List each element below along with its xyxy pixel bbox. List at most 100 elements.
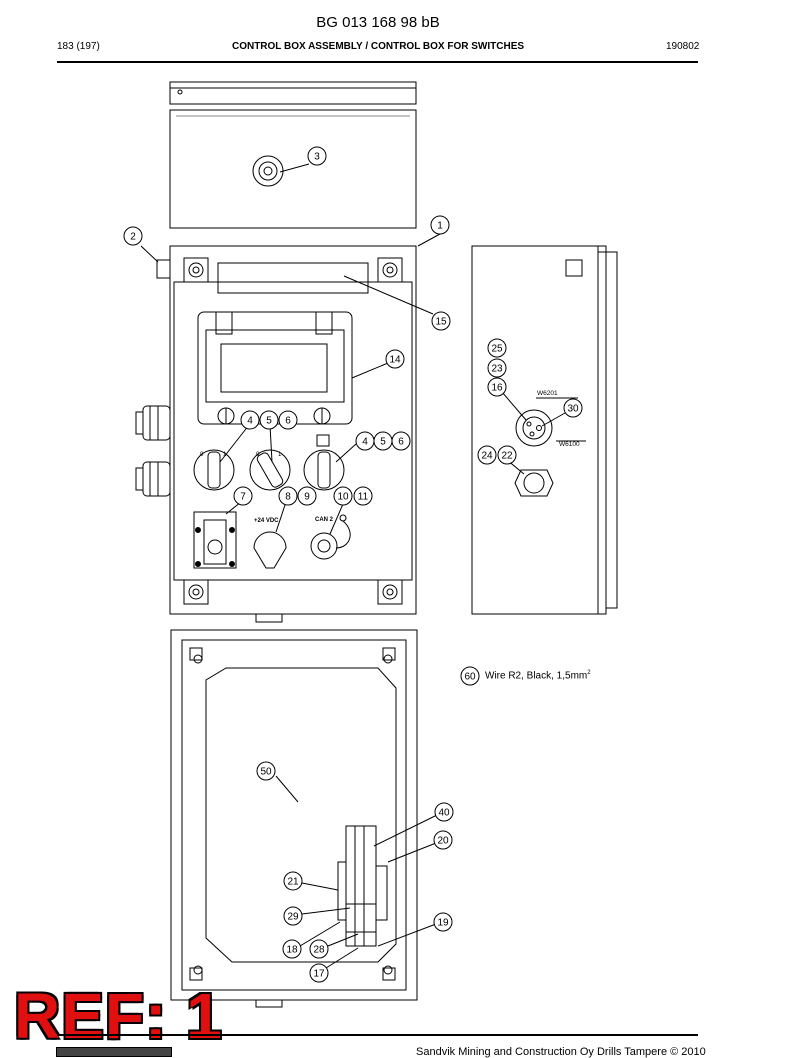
callout-circle (430, 215, 450, 235)
callout-number: 8 (285, 492, 291, 503)
wire-note-unit: 2 (587, 670, 591, 676)
section-heading: CONTROL BOX ASSEMBLY / CONTROL BOX FOR S… (231, 41, 525, 52)
wire-note: Wire R2, Black, 1,5mm2 (485, 670, 591, 681)
callout-number: 1 (437, 221, 443, 232)
callout-circle (434, 802, 454, 822)
date-code: 190802 (666, 41, 700, 52)
callout-circle (487, 358, 507, 378)
footer-copyright: Sandvik Mining and Construction Oy Drill… (416, 1046, 706, 1058)
callout-28: 28 (309, 939, 329, 959)
callout-6: 6 (278, 410, 298, 430)
callout-19: 19 (433, 912, 453, 932)
callout-5: 5 (259, 410, 279, 430)
callout-10: 10 (333, 486, 353, 506)
callout-number: 5 (380, 437, 386, 448)
callout-number: 10 (337, 492, 349, 503)
wire-label-w6100: W6100 (559, 441, 580, 448)
wire-note-text: Wire R2, Black, 1,5mm (485, 670, 588, 682)
callout-circle (233, 486, 253, 506)
callout-number: 50 (260, 767, 272, 778)
callout-circle (391, 431, 411, 451)
switch-on-label-2: 1 (278, 452, 282, 458)
callout-number: 23 (491, 364, 503, 375)
callout-7: 7 (233, 486, 253, 506)
callout-number: 19 (437, 918, 449, 929)
sandvik-logo (56, 1047, 172, 1057)
callout-15: 15 (431, 311, 451, 331)
callout-8: 8 (278, 486, 298, 506)
box-interior (170, 629, 418, 1008)
leader-lines (140, 163, 586, 969)
callout-circle (309, 939, 329, 959)
power-connector-label: +24 VDC (254, 518, 279, 524)
callout-number: 17 (313, 969, 325, 980)
callout-20: 20 (433, 830, 453, 850)
callout-21: 21 (283, 871, 303, 891)
callout-circle (123, 226, 143, 246)
callout-circle (278, 486, 298, 506)
callout-circle (487, 377, 507, 397)
callout-number: 25 (491, 344, 503, 355)
callout-number: 60 (464, 672, 476, 683)
callout-number: 2 (130, 232, 136, 243)
callout-circle (240, 410, 260, 430)
callout-40: 40 (434, 802, 454, 822)
callout-16: 16 (487, 377, 507, 397)
callout-circle (259, 410, 279, 430)
callout-30: 30 (563, 398, 583, 418)
callout-number: 14 (389, 355, 401, 366)
callout-number: 40 (438, 808, 450, 819)
callout-number: 6 (285, 416, 291, 427)
callout-2: 2 (123, 226, 143, 246)
callout-circle (309, 963, 329, 983)
callout-number: 4 (362, 437, 368, 448)
callout-number: 28 (313, 945, 325, 956)
callout-4-2: 4 (355, 431, 375, 451)
callout-14: 14 (385, 349, 405, 369)
callout-number: 20 (437, 836, 449, 847)
callout-number: 4 (247, 416, 253, 427)
callout-circle (385, 349, 405, 369)
callout-22: 22 (497, 445, 517, 465)
callout-circle (497, 445, 517, 465)
callout-circle (283, 906, 303, 926)
callout-circle (333, 486, 353, 506)
callout-50: 50 (256, 761, 276, 781)
callout-60: 60 (460, 666, 480, 686)
lid-top-view (169, 81, 417, 229)
callout-17: 17 (309, 963, 329, 983)
footer-rule (57, 1034, 698, 1036)
front-panel (135, 245, 417, 623)
callout-circle (307, 146, 327, 166)
callout-4: 4 (240, 410, 260, 430)
side-view (471, 245, 618, 615)
callout-number: 6 (398, 437, 404, 448)
callout-11: 11 (353, 486, 373, 506)
callout-25: 25 (487, 338, 507, 358)
callout-circle (282, 939, 302, 959)
callout-number: 22 (501, 451, 513, 462)
callout-18: 18 (282, 939, 302, 959)
callout-circle (431, 311, 451, 331)
switch-on-label-1: 1 (223, 452, 227, 458)
callout-24: 24 (477, 445, 497, 465)
callout-circle (487, 338, 507, 358)
callout-number: 29 (287, 912, 299, 923)
callout-6-2: 6 (391, 431, 411, 451)
callout-number: 9 (304, 492, 310, 503)
callout-number: 15 (435, 317, 447, 328)
callout-circle (278, 410, 298, 430)
can-connector-label: CAN 2 (315, 517, 334, 523)
callout-circle (283, 871, 303, 891)
callout-number: 5 (266, 416, 272, 427)
callout-circle (563, 398, 583, 418)
wire-label-w6201: W6201 (537, 390, 558, 397)
callout-number: 30 (567, 404, 579, 415)
callout-circle (256, 761, 276, 781)
callout-5-2: 5 (373, 431, 393, 451)
callout-circle (460, 666, 480, 686)
ref-stamp: REF: 1 (14, 980, 223, 1052)
switch-off-label-1: 0 (200, 452, 204, 458)
document-title: BG 013 168 98 bB (316, 14, 440, 31)
